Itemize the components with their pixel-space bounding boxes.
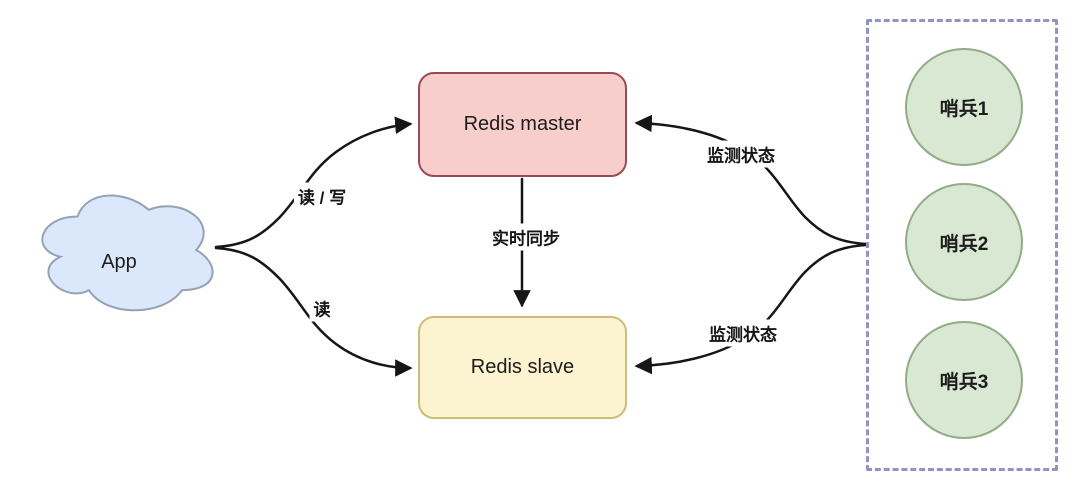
edge-app-to-master xyxy=(214,116,413,249)
edge-sentinels-to-master xyxy=(634,114,868,246)
app-cloud-shape xyxy=(41,194,214,312)
app-node-label: App xyxy=(101,250,137,273)
redis-slave-label: Redis slave xyxy=(470,356,575,378)
sentinel-1-node: 哨兵1 xyxy=(905,48,1023,166)
sentinel-2-node: 哨兵2 xyxy=(905,183,1023,301)
edge-label-realtime-sync: 实时同步 xyxy=(488,223,564,251)
sentinel-1-label: 哨兵1 xyxy=(939,98,989,120)
edge-app-to-slave xyxy=(214,246,413,377)
sentinel-3-label: 哨兵3 xyxy=(939,371,989,393)
edge-label-read-write: 读 / 写 xyxy=(293,182,351,210)
edge-sentinels-to-slave xyxy=(634,243,868,375)
redis-master-node: Redis master xyxy=(418,72,627,177)
sentinel-2-label: 哨兵2 xyxy=(939,233,989,255)
app-node: App xyxy=(30,183,220,317)
sentinel-group-box xyxy=(866,19,1058,471)
redis-master-label: Redis master xyxy=(463,113,582,135)
sentinel-3-node: 哨兵3 xyxy=(905,321,1023,439)
edge-label-read: 读 xyxy=(309,294,335,322)
edge-label-monitor-master: 监测状态 xyxy=(703,140,779,168)
redis-slave-node: Redis slave xyxy=(418,316,627,419)
edge-label-monitor-slave: 监测状态 xyxy=(705,319,781,347)
